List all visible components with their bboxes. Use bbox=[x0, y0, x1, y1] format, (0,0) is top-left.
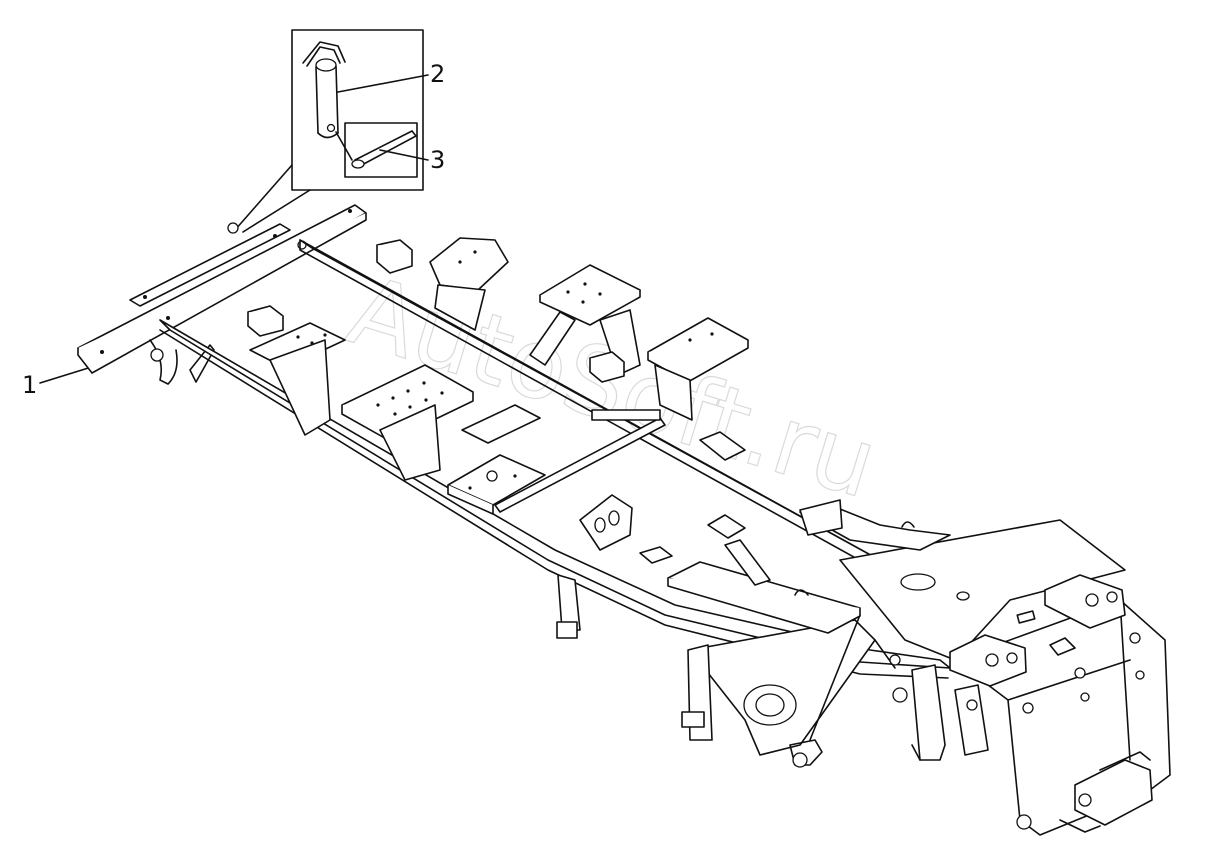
rear-top-plate bbox=[839, 519, 1126, 661]
inset-leader-right bbox=[242, 189, 311, 233]
callout-3-leader bbox=[379, 149, 429, 161]
rear-coupling bbox=[1074, 759, 1153, 826]
front-leg bbox=[557, 574, 581, 631]
frame-assembly[interactable] bbox=[77, 204, 1171, 836]
callout-3: 3 bbox=[430, 146, 445, 174]
rear-lug-right bbox=[1044, 574, 1126, 656]
cross-members bbox=[447, 404, 666, 515]
spring-seats bbox=[667, 499, 951, 634]
callout-2: 2 bbox=[430, 60, 445, 88]
detail-inset bbox=[234, 29, 424, 233]
bolt-holes bbox=[296, 250, 714, 490]
pin-with-ring[interactable] bbox=[302, 41, 346, 139]
bolster-plates bbox=[249, 237, 749, 481]
pin-ring bbox=[302, 41, 346, 64]
callout-1: 1 bbox=[22, 371, 37, 399]
inset-leader-left bbox=[234, 164, 293, 231]
rear-leg-left bbox=[911, 664, 946, 761]
rear-lug-left bbox=[949, 634, 1027, 687]
mounting-blocks bbox=[247, 239, 746, 564]
callout-2-leader bbox=[337, 74, 429, 93]
